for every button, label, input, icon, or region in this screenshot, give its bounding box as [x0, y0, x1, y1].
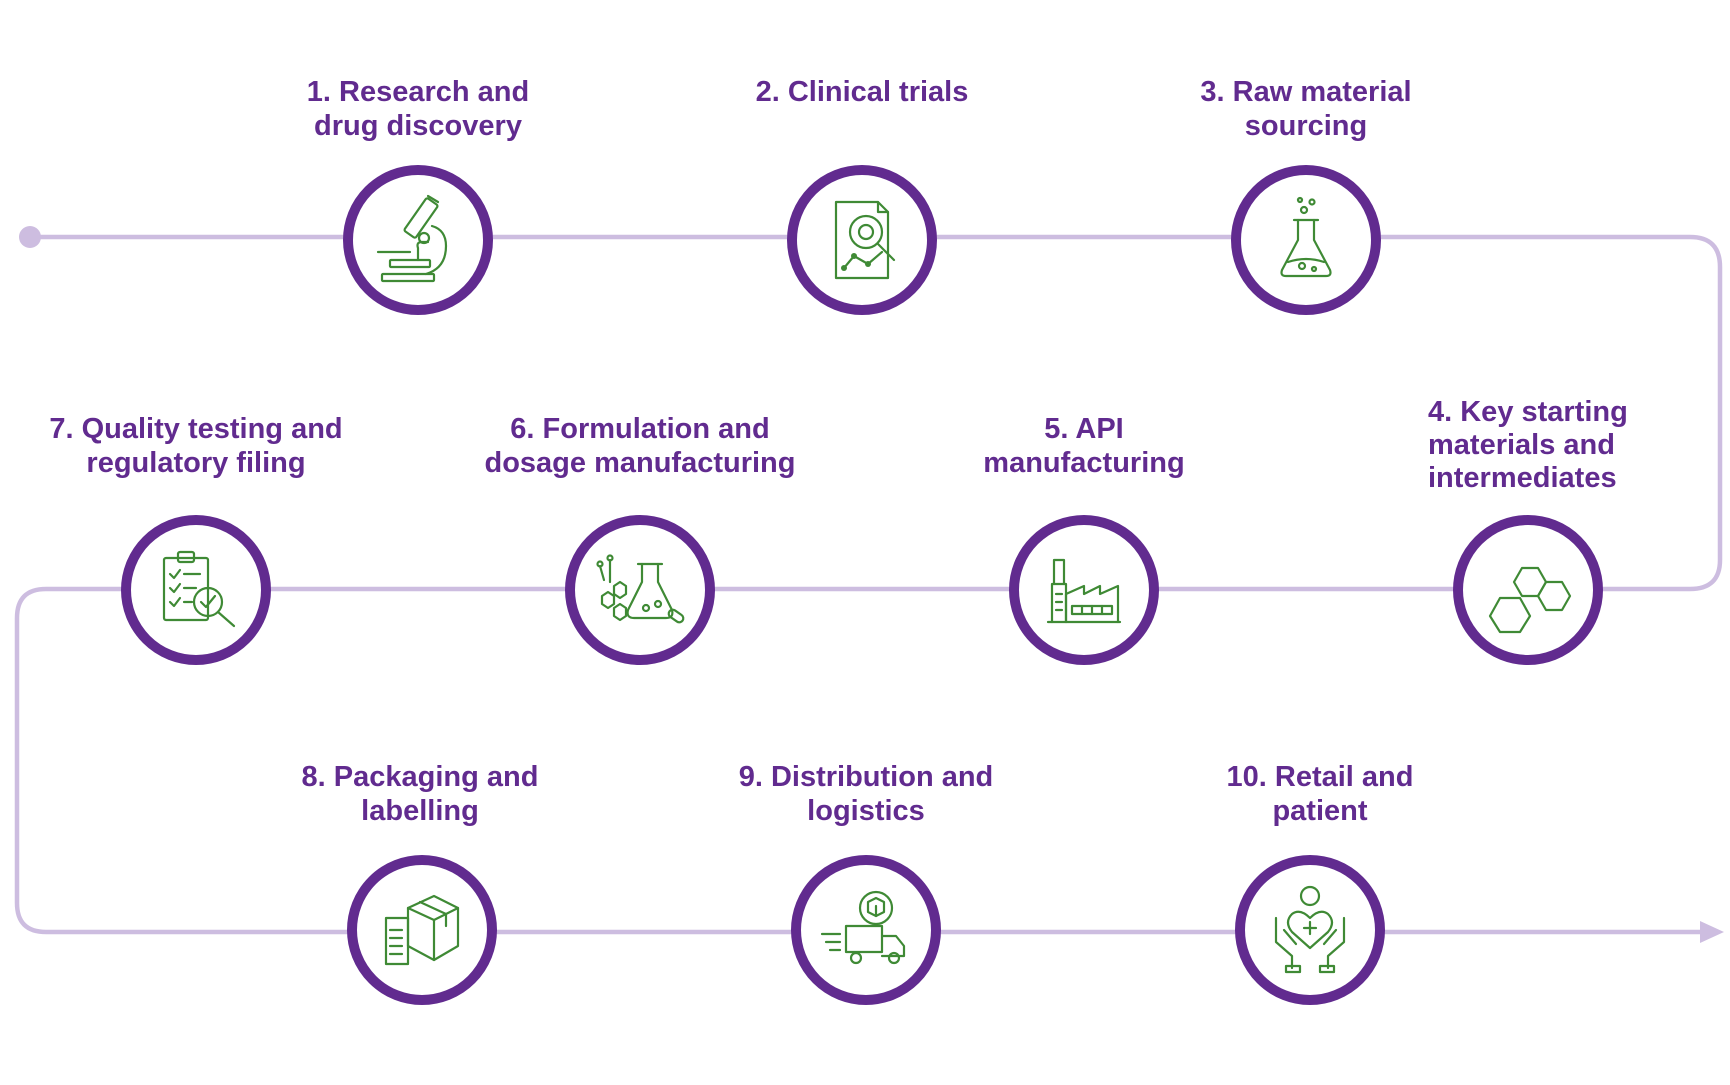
- step-3-label-line-2: sourcing: [1244, 110, 1368, 142]
- step-6-label-line-1: 6. Formulation and: [510, 413, 770, 445]
- flask-icon: [1280, 196, 1332, 278]
- step-1-label: 1. Research and drug discovery: [248, 75, 588, 143]
- flow-path: [14, 234, 1723, 935]
- molecule-icon: [1488, 566, 1572, 634]
- quality-checklist-icon: [162, 550, 236, 628]
- flow-start-dot: [19, 226, 41, 248]
- step-6-ring: [565, 515, 715, 665]
- step-2-label: 2. Clinical trials: [692, 75, 1032, 109]
- step-3-node: [1231, 165, 1381, 315]
- step-7-label-line-2: regulatory filing: [86, 447, 306, 479]
- step-10-label-line-2: patient: [1272, 795, 1368, 827]
- step-1-label-line-1: 1. Research and: [306, 76, 530, 108]
- step-6-label: 6. Formulation and dosage manufacturing: [460, 412, 820, 480]
- step-9-node: [791, 855, 941, 1005]
- step-6-node: [565, 515, 715, 665]
- step-1-node: [343, 165, 493, 315]
- step-5-label-line-2: manufacturing: [983, 447, 1185, 479]
- step-8-label-line-2: labelling: [361, 795, 479, 827]
- step-3-label: 3. Raw material sourcing: [1136, 75, 1476, 143]
- clinical-report-icon: [834, 200, 896, 280]
- step-9-label-line-1: 9. Distribution and: [738, 761, 994, 793]
- step-7-label-line-1: 7. Quality testing and: [49, 413, 343, 445]
- factory-icon: [1046, 558, 1122, 624]
- step-5-label-line-1: 5. API: [1044, 413, 1124, 445]
- step-5-node: [1009, 515, 1159, 665]
- step-2-ring: [787, 165, 937, 315]
- step-4-ring: [1453, 515, 1603, 665]
- step-9-label-line-2: logistics: [807, 795, 925, 827]
- delivery-truck-icon: [820, 890, 906, 965]
- step-1-label-line-2: drug discovery: [314, 110, 522, 142]
- step-7-ring: [121, 515, 271, 665]
- step-4-node: [1453, 515, 1603, 665]
- step-4-label: 4. Key starting materials and intermedia…: [1428, 396, 1688, 495]
- microscope-icon: [376, 194, 448, 283]
- step-4-label-line-1: 4. Key starting: [1428, 396, 1628, 428]
- step-8-label: 8. Packaging and labelling: [250, 760, 590, 828]
- step-9-label: 9. Distribution and logistics: [696, 760, 1036, 828]
- lab-formulation-icon: [596, 554, 685, 624]
- step-4-label-line-2: materials and: [1428, 429, 1615, 461]
- step-3-ring: [1231, 165, 1381, 315]
- package-icon: [384, 894, 460, 966]
- step-10-label-line-1: 10. Retail and: [1226, 761, 1414, 793]
- step-10-node: [1235, 855, 1385, 1005]
- step-1-ring: [343, 165, 493, 315]
- step-6-label-line-2: dosage manufacturing: [484, 447, 796, 479]
- flow-end-arrow-icon: [1700, 921, 1724, 943]
- step-2-node: [787, 165, 937, 315]
- step-9-ring: [791, 855, 941, 1005]
- step-4-label-line-3: intermediates: [1428, 462, 1617, 494]
- step-8-node: [347, 855, 497, 1005]
- step-7-node: [121, 515, 271, 665]
- step-8-ring: [347, 855, 497, 1005]
- patient-care-icon: [1274, 885, 1346, 974]
- step-7-label: 7. Quality testing and regulatory filing: [16, 412, 376, 480]
- step-8-label-line-1: 8. Packaging and: [301, 761, 539, 793]
- step-3-label-line-1: 3. Raw material: [1200, 76, 1412, 108]
- step-2-label-line-1: 2. Clinical trials: [755, 76, 969, 108]
- step-10-label: 10. Retail and patient: [1150, 760, 1490, 828]
- step-5-label: 5. API manufacturing: [914, 412, 1254, 480]
